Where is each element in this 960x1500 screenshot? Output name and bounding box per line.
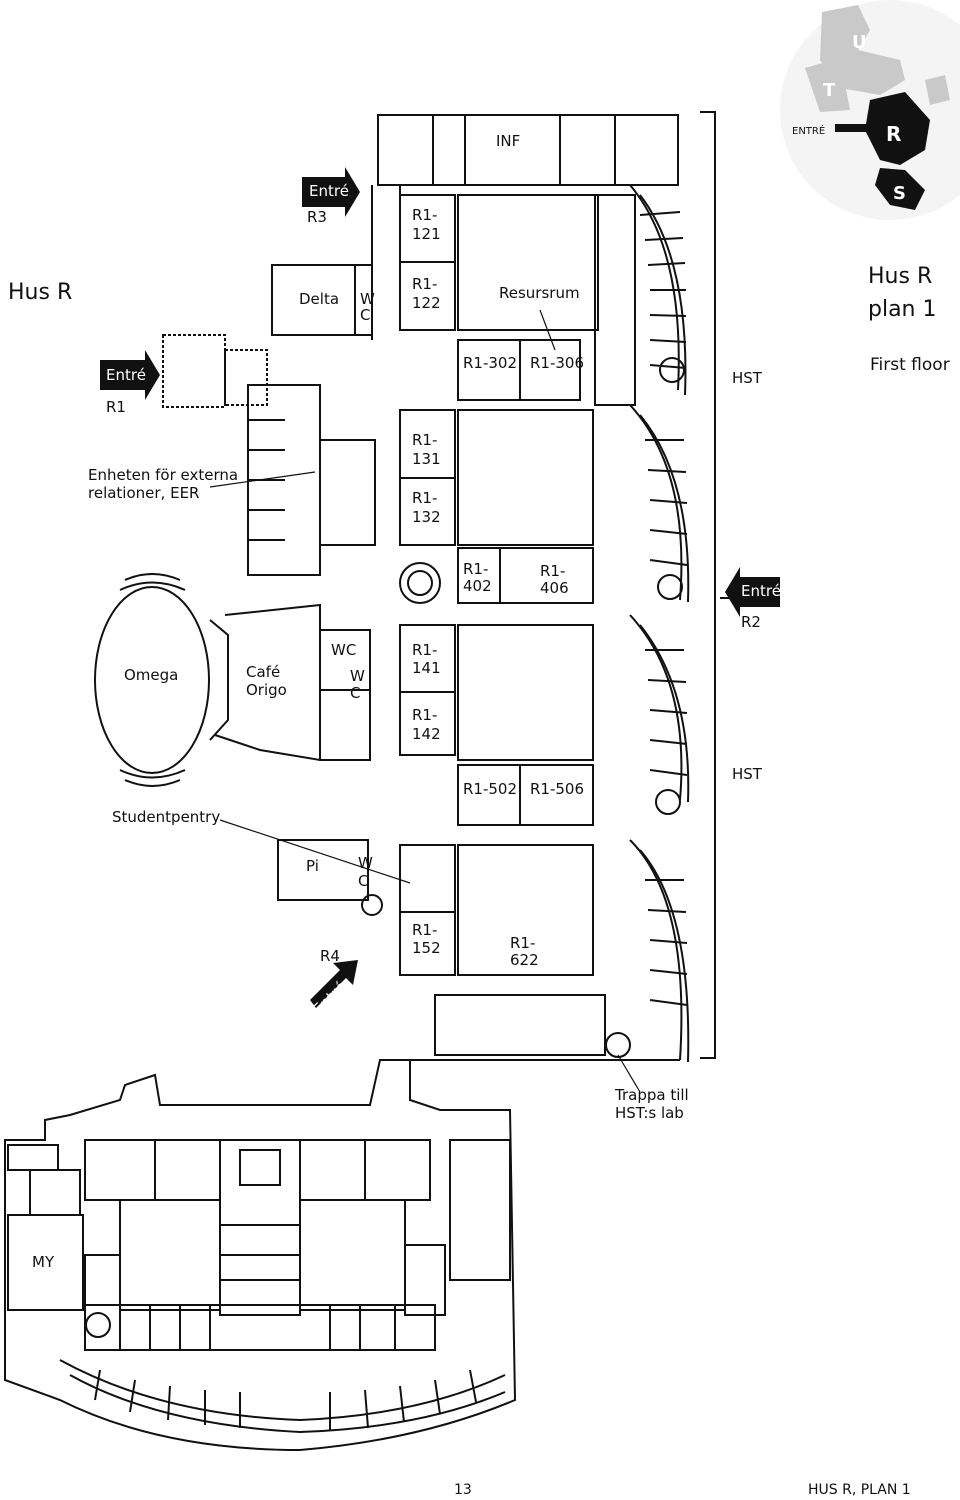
dashed-area bbox=[224, 349, 268, 406]
room-wc2-c: C bbox=[350, 684, 361, 702]
room-r1-402-a: R1- bbox=[463, 560, 489, 578]
entrance-r2-label: R2 bbox=[741, 613, 761, 631]
room-r1-142-a: R1- bbox=[412, 706, 438, 724]
room-r1-141-a: R1- bbox=[412, 641, 438, 659]
room-r1-152-a: R1- bbox=[412, 921, 438, 939]
keymap-letter-s: S bbox=[893, 183, 906, 204]
north-wing bbox=[371, 184, 687, 406]
room-r1-502: R1-502 bbox=[463, 780, 518, 798]
room-wc3-c: C bbox=[358, 872, 369, 890]
middle-north-wing bbox=[247, 384, 690, 604]
room-r1-402-b: 402 bbox=[463, 577, 492, 595]
entrance-r4-label: R4 bbox=[320, 947, 340, 965]
entrance-r3-word: Entré bbox=[309, 182, 349, 200]
entrance-r1-word: Entré bbox=[106, 366, 146, 384]
building-title-left: Hus R bbox=[8, 280, 73, 305]
keymap-letter-u: U bbox=[852, 32, 867, 53]
room-wc2-w: W bbox=[350, 667, 365, 685]
room-r1-122-a: R1- bbox=[412, 275, 438, 293]
running-title: HUS R, PLAN 1 bbox=[808, 1482, 911, 1498]
hst-bracket bbox=[700, 111, 716, 1059]
room-omega: Omega bbox=[124, 666, 179, 684]
entrance-arrows bbox=[100, 120, 880, 1008]
inf-block bbox=[377, 114, 679, 186]
room-wc: WC bbox=[331, 641, 357, 659]
dashed-area bbox=[162, 334, 226, 408]
hst-label-upper: HST bbox=[732, 369, 762, 387]
wc-delta-c: C bbox=[360, 306, 371, 324]
room-r1-306: R1-306 bbox=[530, 354, 585, 372]
floor-title: plan 1 bbox=[868, 297, 937, 322]
room-my: MY bbox=[32, 1253, 55, 1271]
room-r1-141-b: 141 bbox=[412, 659, 441, 677]
first-floor-label: First floor bbox=[870, 355, 950, 375]
building-title-right: Hus R bbox=[868, 264, 933, 289]
room-r1-142-b: 142 bbox=[412, 725, 441, 743]
room-studentpentry: Studentpentry bbox=[112, 808, 221, 826]
keymap-entre-label: ENTRÉ bbox=[792, 126, 826, 137]
room-r1-121-b: 121 bbox=[412, 225, 441, 243]
entrance-r2-word: Entré bbox=[741, 582, 781, 600]
keymap-letter-t: T bbox=[823, 80, 836, 101]
room-r1-131-b: 131 bbox=[412, 450, 441, 468]
room-r1-152-b: 152 bbox=[412, 939, 441, 957]
entrance-r1-label: R1 bbox=[106, 398, 126, 416]
room-r1-122-b: 122 bbox=[412, 294, 441, 312]
lower-building bbox=[4, 1059, 517, 1452]
room-wc3-w: W bbox=[358, 854, 373, 872]
room-pi: Pi bbox=[306, 857, 319, 875]
room-r1-302: R1-302 bbox=[463, 354, 518, 372]
room-resursrum: Resursrum bbox=[499, 284, 580, 302]
trappa-label-b: HST:s lab bbox=[615, 1104, 684, 1122]
room-r1-132-b: 132 bbox=[412, 508, 441, 526]
cafe-block bbox=[209, 603, 690, 826]
room-r1-406-b: 406 bbox=[540, 579, 569, 597]
entrance-r3-label: R3 bbox=[307, 208, 327, 226]
room-cafe-b: Origo bbox=[246, 681, 287, 699]
leader-lines bbox=[209, 309, 641, 1093]
room-r1-622-b: 622 bbox=[510, 951, 539, 969]
south-wing bbox=[277, 839, 690, 1063]
trappa-label-a: Trappa till bbox=[615, 1086, 689, 1104]
room-r1-131-a: R1- bbox=[412, 431, 438, 449]
page-number: 13 bbox=[454, 1482, 472, 1498]
omega-room bbox=[94, 573, 210, 787]
room-r1-622-a: R1- bbox=[510, 934, 536, 952]
keymap-letter-r: R bbox=[886, 122, 902, 146]
room-r1-121-a: R1- bbox=[412, 206, 438, 224]
eer-label-a: Enheten för externa bbox=[88, 466, 239, 484]
delta-block bbox=[271, 264, 373, 336]
hst-label-lower: HST bbox=[732, 765, 762, 783]
key-map bbox=[780, 0, 960, 220]
eer-label-b: relationer, EER bbox=[88, 484, 200, 502]
room-r1-406-a: R1- bbox=[540, 562, 566, 580]
wc-delta-w: W bbox=[360, 290, 375, 308]
room-r1-132-a: R1- bbox=[412, 489, 438, 507]
room-delta: Delta bbox=[299, 290, 340, 308]
room-cafe-a: Café bbox=[246, 663, 281, 681]
room-inf: INF bbox=[496, 132, 521, 150]
room-r1-506: R1-506 bbox=[530, 780, 585, 798]
